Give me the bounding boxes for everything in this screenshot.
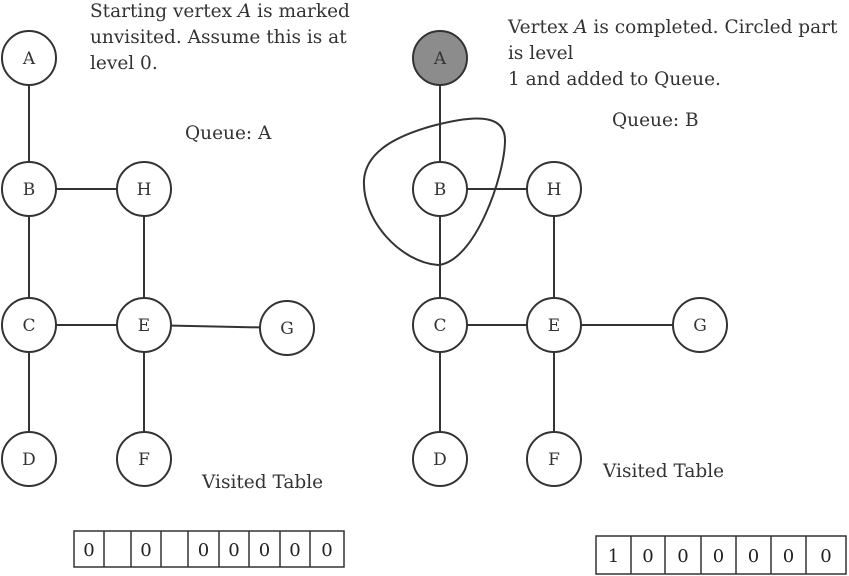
panel2-node-F: [526, 431, 582, 487]
panel1-node-H: [116, 161, 172, 217]
panel1-visited-cell: 0: [83, 540, 94, 561]
panel1-visited-cell: 0: [259, 540, 270, 561]
panel2-node-label-G: G: [693, 316, 707, 336]
panel1-node-label-E: E: [138, 316, 150, 336]
panel1-graph: A B H C E G D F: [1, 30, 315, 487]
panel1-node-label-H: H: [137, 180, 152, 200]
panel2-node-G: [672, 297, 728, 353]
panel1-node-B: [1, 161, 57, 217]
panel1-visited-cell: 0: [321, 540, 332, 561]
panel1-visited-cell: 0: [228, 540, 239, 561]
panel1-node-C: [1, 297, 57, 353]
panel1-caption-line2: unvisited. Assume this is at: [90, 27, 347, 48]
panel2-caption-var: A: [574, 17, 588, 38]
panel1-caption: Starting vertex A is marked unvisited. A…: [90, 0, 350, 77]
panel2-visited-cell: 0: [713, 546, 724, 567]
panel2-visited-table: 1 0 0 0 0 0 0: [595, 535, 847, 575]
panel2-visited-cell: 0: [783, 546, 794, 567]
panel1-visited-cell: 0: [140, 540, 151, 561]
panel1-caption-var: A: [237, 1, 252, 22]
panel2-visited-cell: 0: [820, 546, 831, 567]
panel1-visited-cell: 0: [198, 540, 209, 561]
panel1-node-A: [1, 30, 57, 86]
panel1-node-label-G: G: [280, 319, 294, 339]
panel1-node-label-F: F: [138, 450, 150, 470]
panel2-caption-line2: 1 and added to Queue.: [508, 69, 721, 90]
panel2-node-label-H: H: [547, 180, 562, 200]
panel2-node-A: [412, 30, 468, 86]
panel2-node-label-D: D: [433, 450, 447, 470]
panel1-node-label-D: D: [22, 450, 36, 470]
panel1-node-D: [1, 431, 57, 487]
panel1-node-G: [259, 300, 315, 356]
panel1-table-border: [73, 530, 345, 568]
panel2-queue-label: Queue: B: [612, 110, 699, 131]
panel2-node-D: [412, 431, 468, 487]
panel1-node-label-A: A: [22, 49, 36, 69]
panel1-node-E: [116, 297, 172, 353]
panel2-node-label-E: E: [548, 316, 560, 336]
panel1-caption-line1: Starting vertex A is marked: [90, 1, 350, 22]
panel2-visited-cell: 0: [642, 546, 653, 567]
panel2-node-label-B: B: [434, 180, 447, 200]
panel1-queue-label: Queue: A: [185, 123, 272, 144]
panel2-visited-cell: 0: [748, 546, 759, 567]
panel2-visited-cell: 1: [608, 546, 619, 567]
panel1-node-label-B: B: [23, 180, 36, 200]
panel2-caption: Vertex A is completed. Circled part is l…: [508, 15, 849, 93]
panel2-caption-pre: Vertex: [508, 17, 575, 38]
panel2-node-C: [412, 297, 468, 353]
panel2-node-label-F: F: [548, 450, 560, 470]
panel2-node-label-A: A: [433, 49, 447, 69]
panel1-node-F: [116, 431, 172, 487]
panel1-caption-line3: level 0.: [90, 53, 158, 74]
panel2-node-H: [526, 161, 582, 217]
panel1-caption-pre: Starting vertex: [90, 1, 238, 22]
panel2-caption-line1: Vertex A is completed. Circled part is l…: [508, 17, 837, 64]
panel2-node-E: [526, 297, 582, 353]
panel2-graph: A B H C E G D F: [412, 30, 728, 487]
panel2-visited-cell: 0: [677, 546, 688, 567]
panel1-caption-post: is marked: [251, 1, 350, 22]
panel2-node-B: [412, 161, 468, 217]
panel1-visited-table-label: Visited Table: [202, 472, 324, 493]
panel2-visited-table-label: Visited Table: [603, 461, 725, 482]
level1-circled-region: [362, 117, 507, 267]
panel2-node-label-C: C: [433, 316, 446, 336]
panel2-caption-post: is completed. Circled part is level: [508, 17, 838, 64]
panel1-visited-cell: 0: [289, 540, 300, 561]
panel2-table-border: [595, 535, 847, 575]
panel1-node-label-C: C: [22, 316, 35, 336]
